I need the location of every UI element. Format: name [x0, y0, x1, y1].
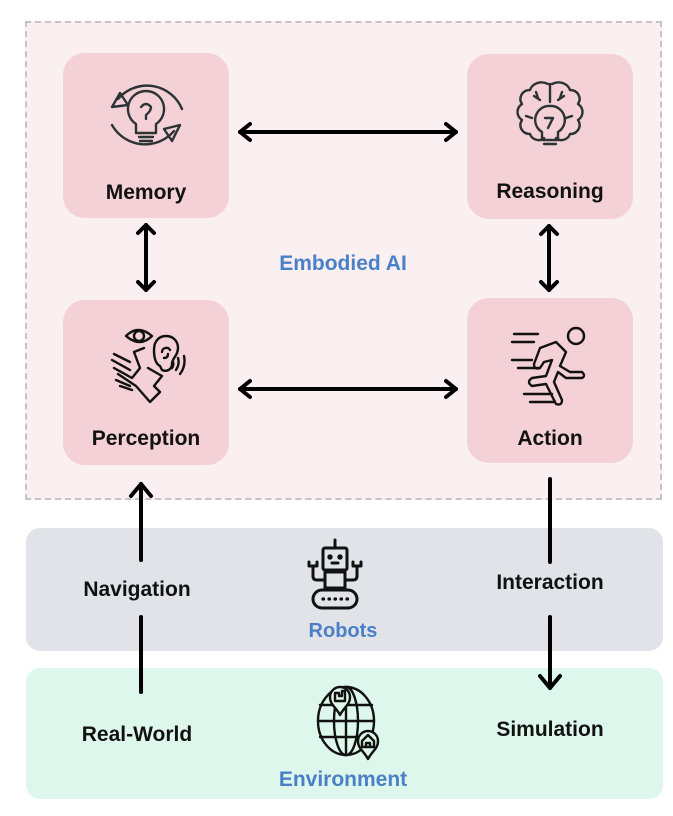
- memory-label: Memory: [105, 181, 187, 204]
- perception-label: Perception: [91, 427, 201, 450]
- reasoning-action-arrow: [539, 224, 559, 292]
- robots-label: Robots: [308, 620, 378, 642]
- navigation-label: Navigation: [83, 578, 191, 601]
- lightbulb-cycle-icon: [110, 84, 184, 146]
- memory-perception-arrow: [136, 223, 156, 292]
- interaction-arrow: [538, 477, 562, 690]
- reasoning-node: Reasoning: [467, 54, 633, 219]
- reasoning-label: Reasoning: [496, 180, 604, 203]
- real-world-label: Real-World: [81, 723, 193, 746]
- memory-reasoning-arrow: [238, 122, 458, 142]
- environment-label: Environment: [278, 768, 408, 791]
- memory-node: Memory: [63, 53, 229, 218]
- action-label: Action: [517, 427, 583, 450]
- running-person-icon: [510, 326, 586, 406]
- senses-eye-ear-hands-icon: [110, 328, 186, 404]
- robot-icon: [307, 538, 363, 610]
- perception-action-arrow: [238, 379, 458, 399]
- action-node: Action: [467, 298, 633, 463]
- simulation-label: Simulation: [496, 718, 604, 741]
- globe-location-icon: [316, 685, 380, 761]
- embodied-ai-title: Embodied AI: [279, 252, 407, 275]
- navigation-arrow: [129, 482, 153, 694]
- interaction-label: Interaction: [496, 571, 604, 594]
- brain-lightbulb-icon: [516, 81, 584, 146]
- perception-node: Perception: [63, 300, 229, 465]
